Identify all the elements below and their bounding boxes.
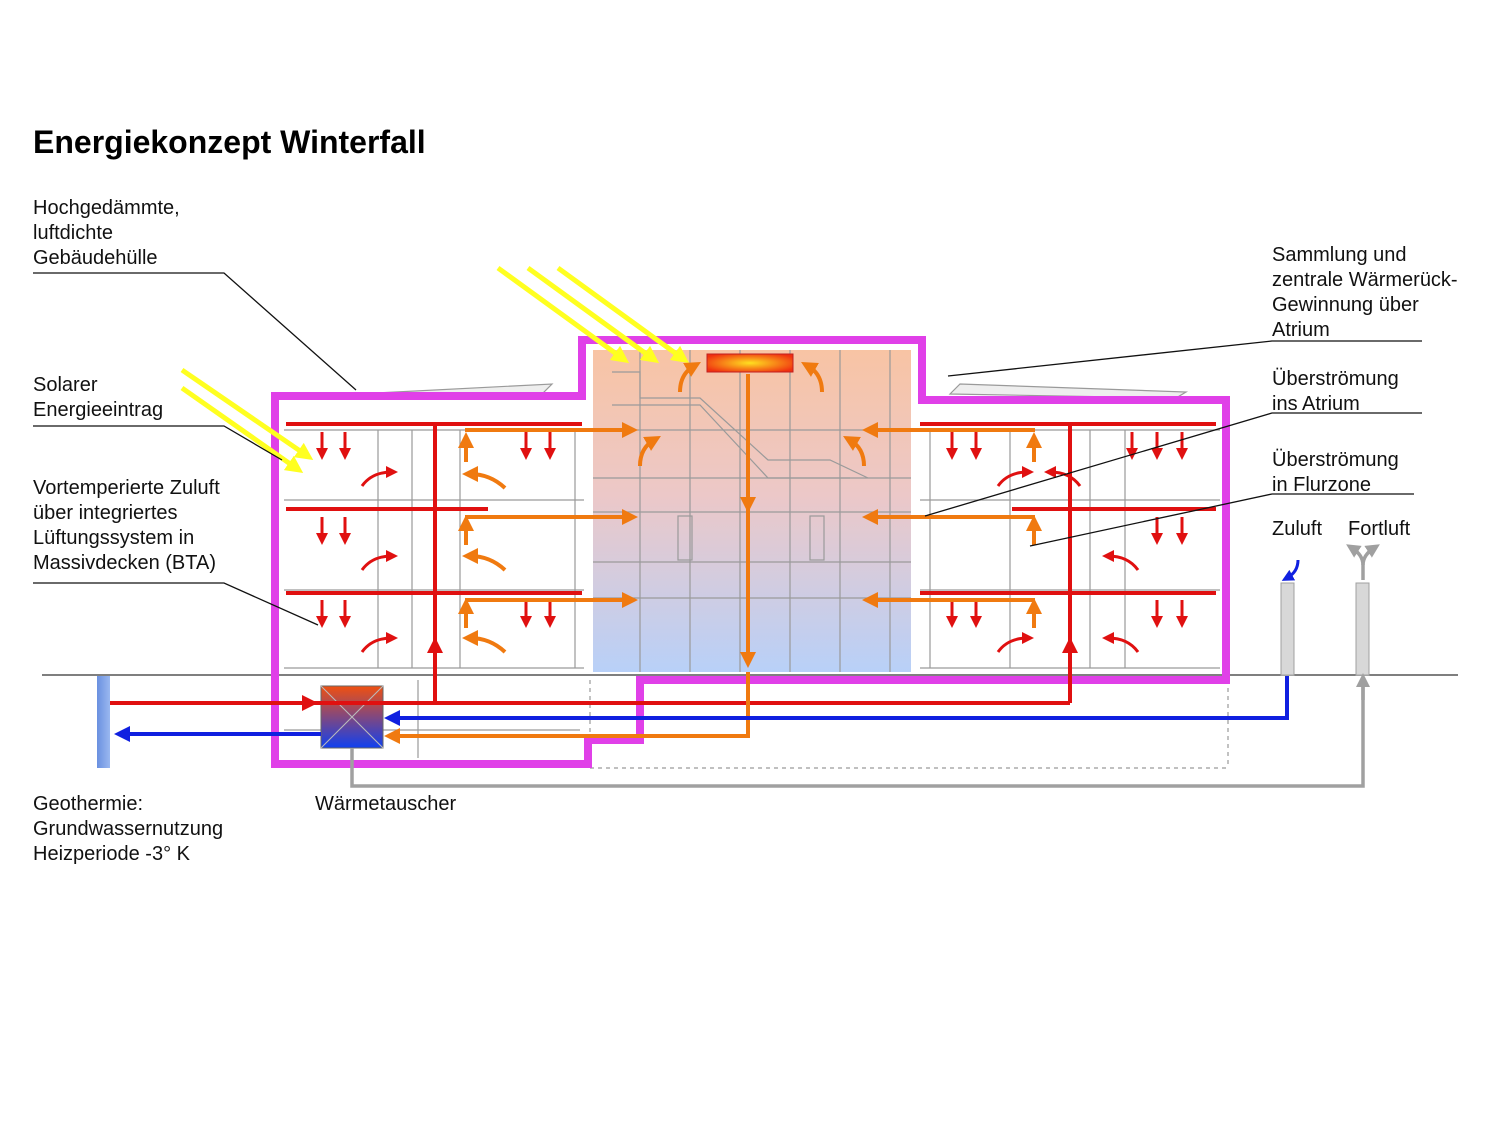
warm-supply-ducts bbox=[110, 422, 1216, 711]
cold-return-flow bbox=[114, 559, 1300, 742]
room-supply-arrows bbox=[316, 432, 1188, 653]
svg-text:Gebäudehülle: Gebäudehülle bbox=[33, 247, 158, 269]
svg-text:Massivdecken (BTA): Massivdecken (BTA) bbox=[33, 552, 216, 574]
outside-air-flow bbox=[350, 544, 1380, 788]
label-overflow-corridor: Überströmung in Flurzone bbox=[1272, 449, 1399, 496]
svg-text:Solarer: Solarer bbox=[33, 374, 98, 396]
svg-text:Überströmung: Überströmung bbox=[1272, 368, 1399, 390]
label-solar: Solarer Energieeintrag bbox=[33, 374, 163, 421]
svg-text:Grundwassernutzung: Grundwassernutzung bbox=[33, 818, 223, 840]
svg-text:Heizperiode -3° K: Heizperiode -3° K bbox=[33, 843, 191, 865]
svg-text:Vortemperierte Zuluft: Vortemperierte Zuluft bbox=[33, 477, 220, 499]
heat-exchanger bbox=[320, 685, 384, 749]
svg-text:Energieeintrag: Energieeintrag bbox=[33, 399, 163, 421]
label-heat-exchanger: Wärmetauscher bbox=[315, 793, 456, 815]
svg-text:in Flurzone: in Flurzone bbox=[1272, 474, 1371, 496]
svg-text:Überströmung: Überströmung bbox=[1272, 449, 1399, 471]
label-overflow-atrium: Überströmung ins Atrium bbox=[1272, 368, 1399, 415]
geothermal-probe bbox=[97, 676, 110, 768]
label-envelope: Hochgedämmte, luftdichte Gebäudehülle bbox=[33, 197, 180, 269]
label-zuluft: Zuluft bbox=[1272, 518, 1322, 540]
svg-text:ins Atrium: ins Atrium bbox=[1272, 393, 1360, 415]
overflow-exhaust-flows bbox=[384, 362, 1042, 744]
svg-text:Sammlung und: Sammlung und bbox=[1272, 244, 1407, 266]
svg-text:luftdichte: luftdichte bbox=[33, 222, 113, 244]
svg-text:Atrium: Atrium bbox=[1272, 319, 1330, 341]
label-geothermal: Geothermie: Grundwassernutzung Heizperio… bbox=[33, 793, 223, 865]
diagram-title: Energiekonzept Winterfall bbox=[33, 124, 426, 160]
leader-lines bbox=[33, 272, 1422, 626]
label-collection: Sammlung und zentrale Wärmerück- Gewinnu… bbox=[1272, 244, 1458, 341]
atrium-heat-collector bbox=[706, 353, 794, 373]
zuluft-stack bbox=[1280, 582, 1295, 676]
svg-text:Gewinnung über: Gewinnung über bbox=[1272, 294, 1419, 316]
solar-rays bbox=[180, 265, 690, 474]
svg-text:zentrale Wärmerück-: zentrale Wärmerück- bbox=[1272, 269, 1458, 291]
fortluft-stack bbox=[1355, 582, 1370, 676]
svg-text:Lüftungssystem in: Lüftungssystem in bbox=[33, 527, 194, 549]
svg-text:Hochgedämmte,: Hochgedämmte, bbox=[33, 197, 180, 219]
svg-text:über integriertes: über integriertes bbox=[33, 502, 178, 524]
label-supply-air: Vortemperierte Zuluft über integriertes … bbox=[33, 477, 220, 574]
building-envelope bbox=[271, 336, 1230, 768]
svg-text:Geothermie:: Geothermie: bbox=[33, 793, 143, 815]
label-fortluft: Fortluft bbox=[1348, 518, 1411, 540]
